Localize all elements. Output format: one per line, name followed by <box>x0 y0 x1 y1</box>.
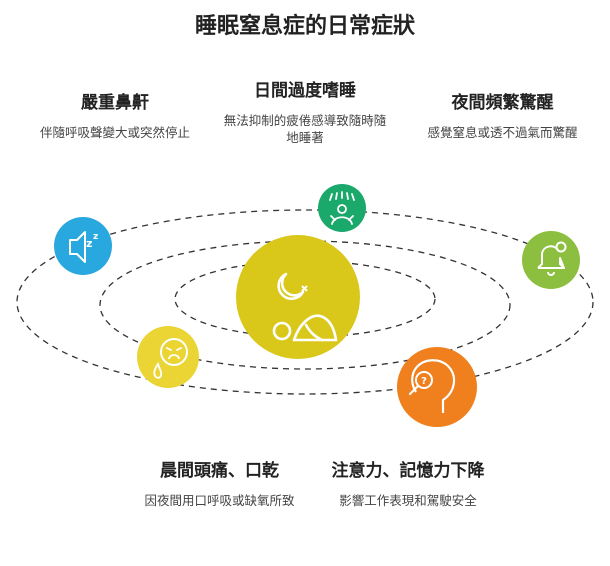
svg-text:?: ? <box>421 376 427 387</box>
symptom-concentration: 注意力、記憶力下降 影響工作表現和駕駛安全 <box>323 460 493 509</box>
symptom-heading: 夜間頻繁驚醒 <box>451 93 554 113</box>
sleep-apnea-icon <box>236 235 360 359</box>
headache-face-icon <box>137 326 199 388</box>
middle-orbit <box>99 240 511 370</box>
sleepy-person-icon <box>318 184 366 232</box>
outer-orbit <box>16 209 594 395</box>
confused-head-icon: ? <box>397 347 477 427</box>
symptom-heading: 晨間頭痛、口乾 <box>160 461 279 481</box>
symptom-daytime-sleepiness: 日間過度嗜睡 無法抑制的疲倦感導致隨時隨地睡著 <box>220 80 390 146</box>
svg-text:z: z <box>86 237 92 250</box>
symptom-description: 伴隨呼吸聲變大或突然停止 <box>39 125 190 140</box>
symptom-description: 因夜間用口呼吸或缺氧所致 <box>144 493 295 508</box>
symptom-snoring: 嚴重鼻鼾 伴隨呼吸聲變大或突然停止 <box>30 92 200 141</box>
symptom-morning-headache: 晨間頭痛、口乾 因夜間用口呼吸或缺氧所致 <box>132 460 307 509</box>
symptom-heading: 嚴重鼻鼾 <box>81 93 149 113</box>
alarm-bell-icon <box>522 231 580 289</box>
snore-speaker-icon: z z <box>54 217 112 275</box>
symptom-description: 無法抑制的疲倦感導致隨時隨地睡著 <box>223 113 387 145</box>
page-title: 睡眠窒息症的日常症狀 <box>194 14 415 39</box>
symptom-description: 感覺窒息或透不過氣而驚醒 <box>427 125 578 140</box>
symptom-description: 影響工作表現和駕駛安全 <box>339 493 477 508</box>
symptom-night-waking: 夜間頻繁驚醒 感覺窒息或透不過氣而驚醒 <box>415 92 590 141</box>
symptom-heading: 日間過度嗜睡 <box>254 81 356 101</box>
inner-orbit <box>174 260 436 338</box>
symptom-heading: 注意力、記憶力下降 <box>331 461 485 481</box>
svg-text:z: z <box>93 232 98 242</box>
